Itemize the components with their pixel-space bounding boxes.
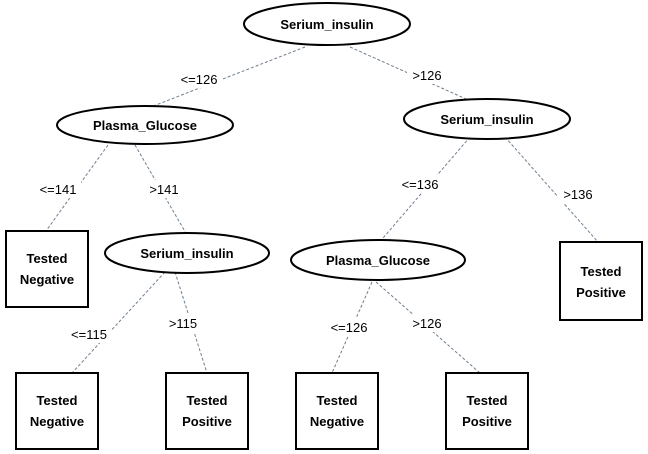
svg-text:>141: >141 bbox=[149, 182, 178, 197]
node-root-serium-insulin: Serium_insulin bbox=[243, 2, 411, 46]
leaf-tested-positive-mid: Tested Positive bbox=[165, 372, 249, 450]
svg-text:Negative: Negative bbox=[310, 414, 364, 429]
svg-text:>126: >126 bbox=[412, 316, 441, 331]
edge-label-root-left: <=126 bbox=[176, 70, 222, 88]
svg-text:Positive: Positive bbox=[462, 414, 512, 429]
node-plasma-glucose-right: Plasma_Glucose bbox=[290, 239, 466, 281]
edge-label-mi-right: >115 bbox=[163, 314, 203, 332]
svg-text:Serium_insulin: Serium_insulin bbox=[280, 17, 373, 32]
edge-ri-right bbox=[504, 136, 599, 243]
node-serium-insulin-mid: Serium_insulin bbox=[104, 232, 270, 274]
edge-root-right bbox=[349, 46, 476, 104]
edge-label-ri-left: <=136 bbox=[397, 175, 443, 193]
svg-text:<=115: <=115 bbox=[71, 327, 107, 342]
svg-text:Tested: Tested bbox=[27, 251, 68, 266]
leaf-tested-negative-left: Tested Negative bbox=[5, 230, 89, 308]
svg-text:Positive: Positive bbox=[182, 414, 232, 429]
svg-text:>126: >126 bbox=[412, 68, 441, 83]
edge-label-ri-right: >136 bbox=[558, 185, 598, 203]
edge-lg-left bbox=[45, 144, 109, 232]
node-plasma-glucose-left: Plasma_Glucose bbox=[56, 105, 234, 145]
edge-label-root-right: >126 bbox=[407, 66, 447, 84]
edge-label-mi-left: <=115 bbox=[66, 325, 112, 343]
svg-text:Serium_insulin: Serium_insulin bbox=[440, 112, 533, 127]
svg-text:Negative: Negative bbox=[30, 414, 84, 429]
edge-label-lg-right: >141 bbox=[144, 180, 184, 198]
svg-text:>115: >115 bbox=[169, 316, 197, 331]
svg-text:Plasma_Glucose: Plasma_Glucose bbox=[326, 253, 430, 268]
edge-label-rg-right: >126 bbox=[407, 314, 447, 332]
svg-text:<=136: <=136 bbox=[402, 177, 439, 192]
svg-text:<=126: <=126 bbox=[331, 320, 368, 335]
edge-mi-left bbox=[71, 271, 166, 374]
svg-text:Tested: Tested bbox=[467, 393, 508, 408]
leaf-tested-negative-mid: Tested Negative bbox=[15, 372, 99, 450]
svg-text:Plasma_Glucose: Plasma_Glucose bbox=[93, 118, 197, 133]
svg-text:<=126: <=126 bbox=[181, 72, 218, 87]
edge-label-rg-left: <=126 bbox=[326, 318, 372, 336]
svg-text:Tested: Tested bbox=[187, 393, 228, 408]
leaf-tested-negative-rg: Tested Negative bbox=[295, 372, 379, 450]
svg-text:>136: >136 bbox=[563, 187, 592, 202]
leaf-tested-positive-right: Tested Positive bbox=[559, 241, 643, 321]
svg-text:Tested: Tested bbox=[37, 393, 78, 408]
node-serium-insulin-right: Serium_insulin bbox=[403, 98, 571, 140]
leaf-tested-positive-rg: Tested Positive bbox=[445, 372, 529, 450]
svg-text:Tested: Tested bbox=[317, 393, 358, 408]
svg-text:<=141: <=141 bbox=[40, 182, 77, 197]
edge-rg-right bbox=[375, 281, 481, 374]
svg-text:Tested: Tested bbox=[581, 264, 622, 279]
edge-label-lg-left: <=141 bbox=[35, 180, 81, 198]
svg-text:Serium_insulin: Serium_insulin bbox=[140, 246, 233, 261]
svg-text:Negative: Negative bbox=[20, 272, 74, 287]
edge-rg-left bbox=[331, 281, 373, 374]
svg-text:Positive: Positive bbox=[576, 285, 626, 300]
